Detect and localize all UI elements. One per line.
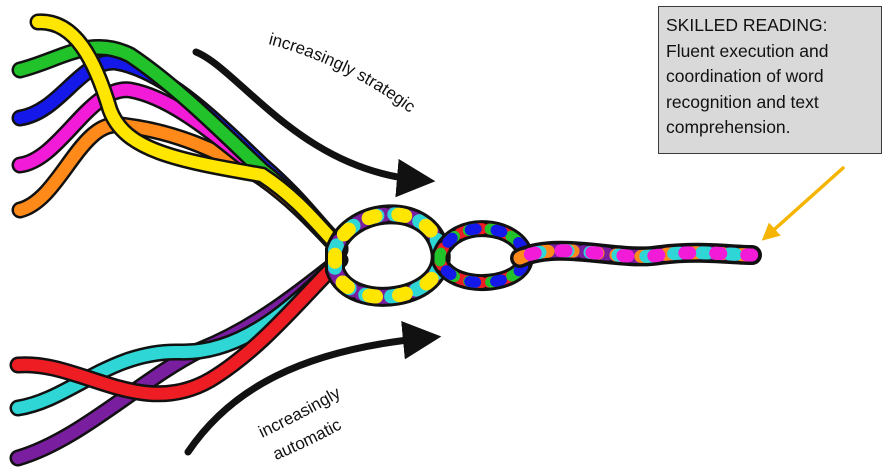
callout-line: recognition and text bbox=[666, 90, 875, 116]
lower-strands bbox=[18, 260, 340, 458]
callout-line: coordination of word bbox=[666, 64, 875, 90]
callout-line: SKILLED READING: bbox=[666, 13, 875, 39]
skilled-reading-callout: SKILLED READING: Fluent execution and co… bbox=[658, 6, 882, 154]
callout-pointer-arrow bbox=[767, 168, 843, 236]
upper-strands bbox=[20, 22, 340, 250]
callout-line: comprehension. bbox=[666, 115, 875, 141]
strategic-label: increasingly strategic bbox=[267, 29, 419, 116]
braided-rope bbox=[335, 214, 752, 296]
callout-line: Fluent execution and bbox=[666, 39, 875, 65]
